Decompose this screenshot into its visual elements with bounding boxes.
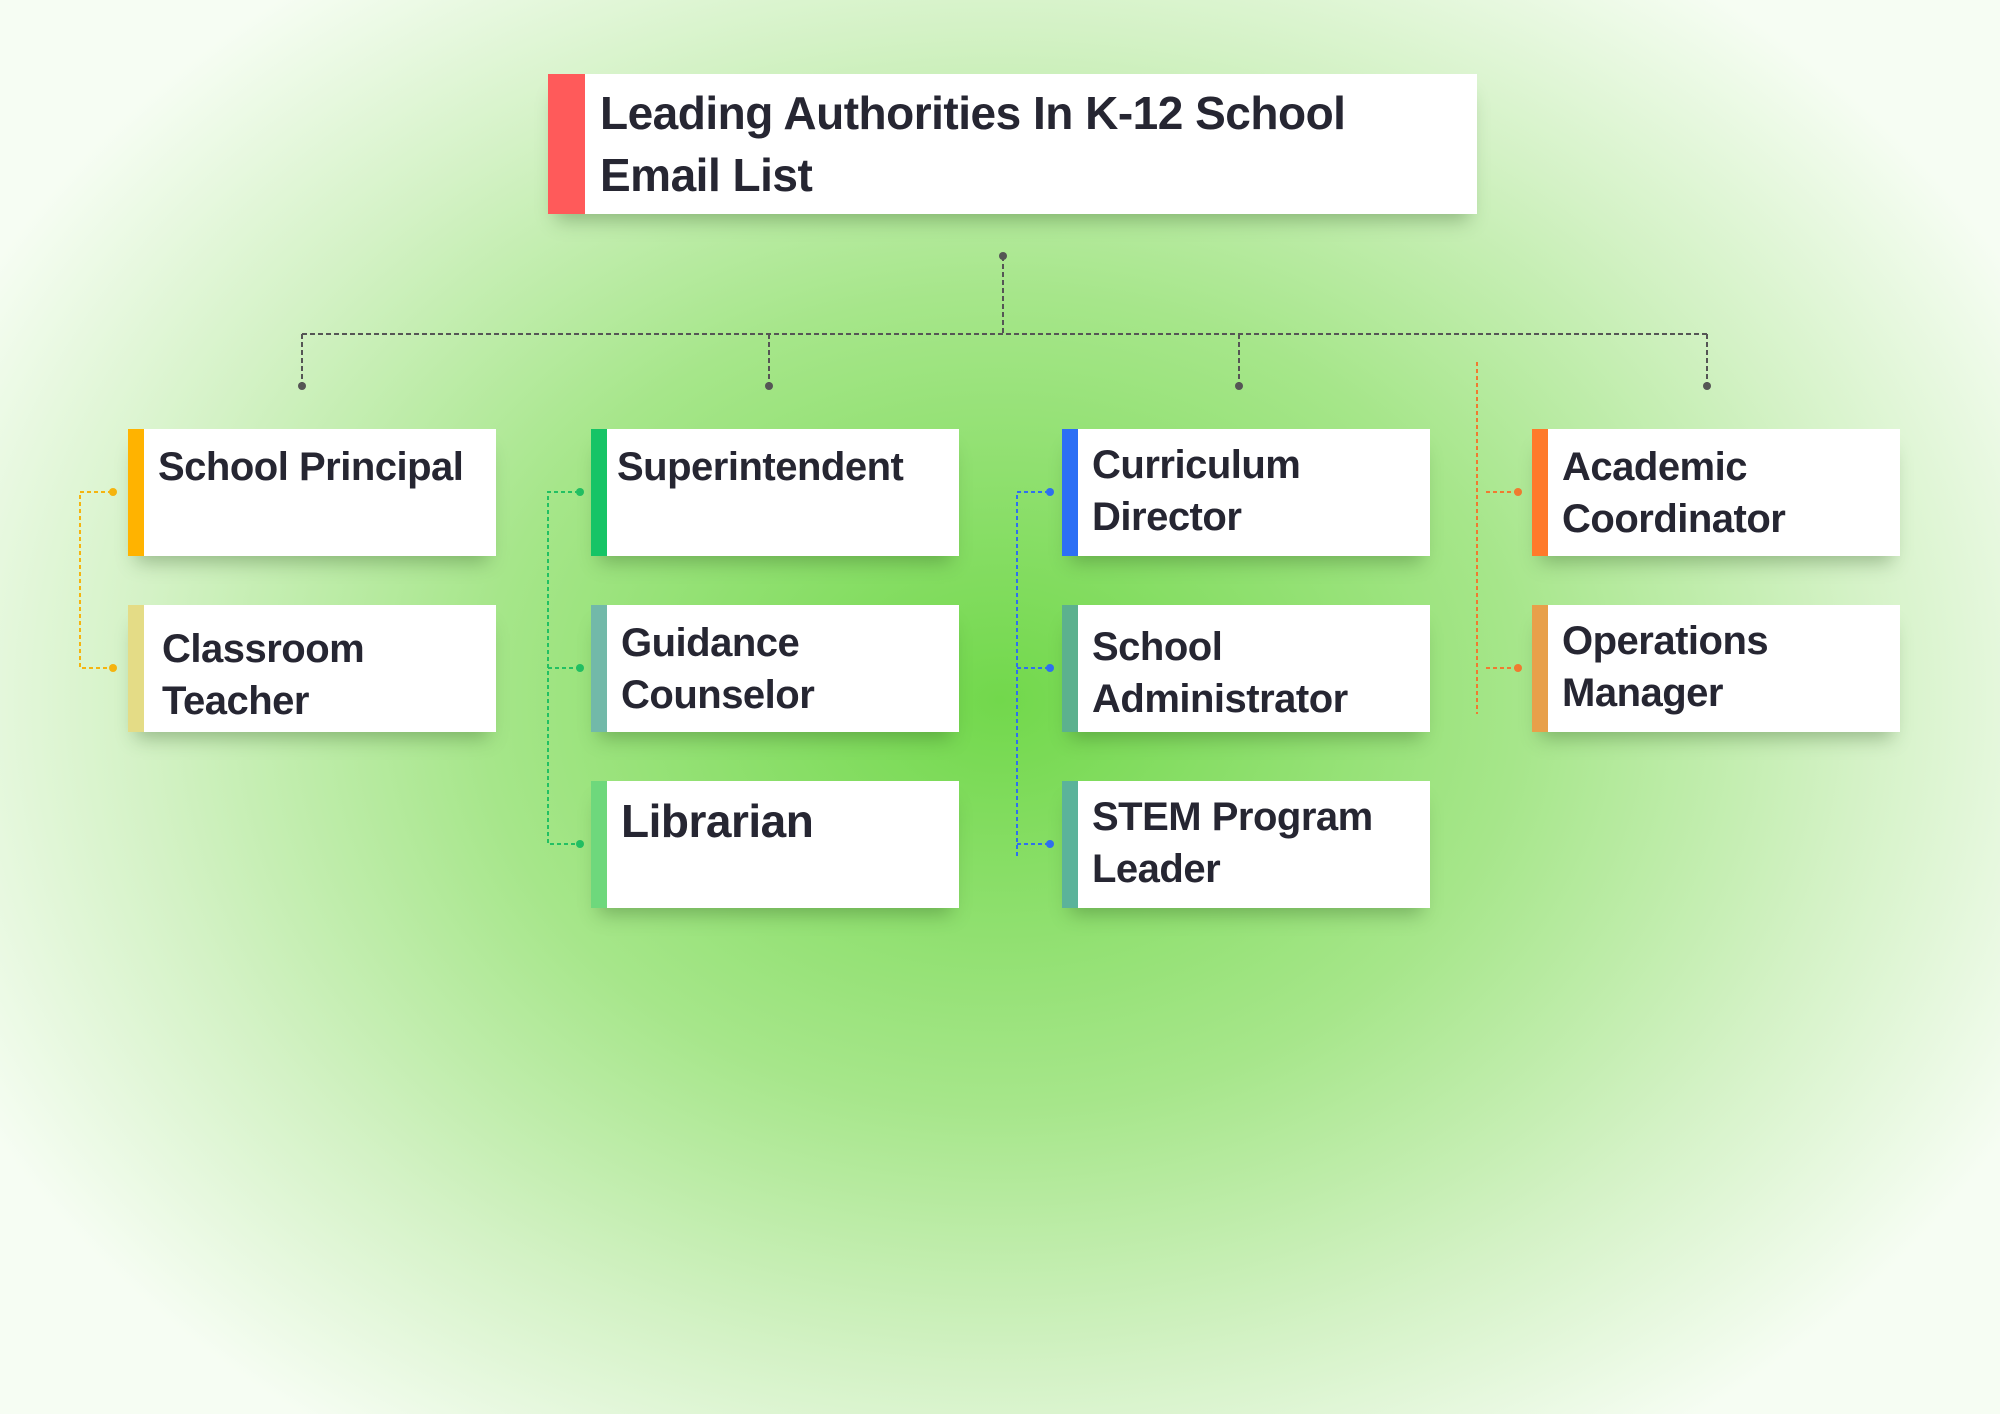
node-operations-manager: Operations Manager xyxy=(1532,605,1900,732)
col3-bracket xyxy=(1016,491,1049,858)
node-label: Librarian xyxy=(621,795,814,847)
node-stem-program-leader: STEM Program Leader xyxy=(1062,781,1430,908)
title-accent xyxy=(548,74,585,214)
accent-bar xyxy=(128,605,144,732)
node-label: Guidance Counselor xyxy=(621,621,815,717)
branch-dot xyxy=(765,382,773,390)
node-classroom-teacher: Classroom Teacher xyxy=(128,605,496,732)
diagram-title: Leading Authorities In K-12 School Email… xyxy=(600,87,1346,201)
accent-bar xyxy=(591,429,607,556)
node-guidance-counselor: Guidance Counselor xyxy=(591,605,959,732)
node-label: Academic Coordinator xyxy=(1562,445,1786,541)
root-dot xyxy=(999,252,1007,260)
accent-bar xyxy=(1062,429,1078,556)
title-box: Leading Authorities In K-12 School Email… xyxy=(548,74,1477,214)
node-school-administrator: School Administrator xyxy=(1062,605,1430,732)
branch-dot xyxy=(1703,382,1711,390)
accent-bar xyxy=(1532,605,1548,732)
accent-bar xyxy=(1062,781,1078,908)
node-label: Curriculum Director xyxy=(1092,443,1301,539)
node-label: Operations Manager xyxy=(1562,619,1769,715)
node-label: Classroom Teacher xyxy=(162,627,365,723)
node-label: Superintendent xyxy=(617,445,904,489)
node-label: STEM Program Leader xyxy=(1092,795,1373,891)
col1-bracket xyxy=(79,491,112,669)
node-label: School Principal xyxy=(158,445,464,489)
col4-bracket xyxy=(1476,362,1517,714)
node-school-principal: School Principal xyxy=(128,429,496,556)
accent-bar xyxy=(1532,429,1548,556)
main-connector xyxy=(301,256,1708,386)
branch-dot xyxy=(298,382,306,390)
node-label: School Administrator xyxy=(1092,625,1348,721)
branch-dot xyxy=(1235,382,1243,390)
accent-bar xyxy=(591,781,607,908)
accent-bar xyxy=(1062,605,1078,732)
node-librarian: Librarian xyxy=(591,781,959,908)
accent-bar xyxy=(591,605,607,732)
accent-bar xyxy=(128,429,144,556)
node-superintendent: Superintendent xyxy=(591,429,959,556)
col2-bracket xyxy=(547,491,579,845)
node-curriculum-director: Curriculum Director xyxy=(1062,429,1430,556)
node-academic-coordinator: Academic Coordinator xyxy=(1532,429,1900,556)
